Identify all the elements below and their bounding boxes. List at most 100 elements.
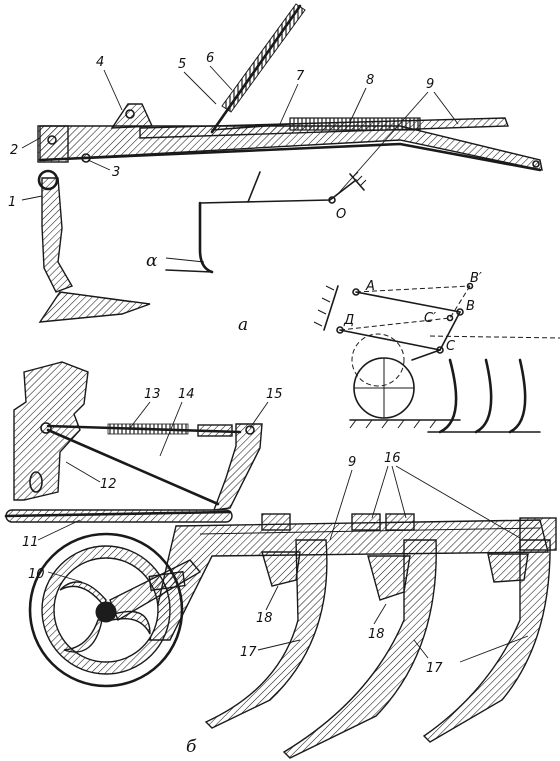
shank-hinge — [37, 169, 59, 191]
linkage-AB-prime — [355, 285, 471, 293]
joint-C — [436, 346, 444, 354]
label-C-prime: С′ — [424, 311, 436, 326]
hitch-slot — [29, 471, 43, 493]
callout-4: 4 — [96, 55, 104, 70]
tine-17-b — [282, 539, 437, 759]
tine-schem-3 — [508, 358, 527, 434]
spring-8 — [289, 117, 421, 131]
tine-17-a — [204, 539, 328, 729]
bracket-15-pin — [245, 425, 255, 435]
wheel-arm-clamp — [148, 570, 186, 592]
callout-3: 3 — [112, 165, 120, 180]
callout-8: 8 — [366, 73, 374, 88]
schematic-shank — [198, 201, 214, 274]
callout-18-left: 18 — [256, 611, 273, 626]
schematic-a: α О — [146, 171, 367, 274]
linkage-ground — [429, 335, 560, 339]
wheel-spoke-1 — [59, 581, 107, 608]
bracket-pin — [125, 109, 135, 119]
callout-16: 16 — [384, 451, 401, 466]
sublabel-a: а — [238, 315, 248, 335]
main-frame-b-edge — [199, 527, 541, 535]
callout-2: 2 — [10, 143, 18, 158]
linkage-AB — [355, 291, 461, 313]
part-b-assembly — [4, 361, 557, 759]
schematic-ground-line — [165, 269, 213, 273]
wheel-hub — [411, 349, 441, 361]
wheel-spoke-3 — [63, 619, 103, 653]
linkage-DC-prime — [339, 317, 451, 331]
wall-hatch-top-ticks — [313, 285, 335, 327]
schematic-angle-mark — [165, 257, 205, 263]
part-a-assembly — [37, 3, 543, 323]
tine-17-c — [422, 539, 551, 743]
label-B: В — [466, 299, 475, 314]
callout-5: 5 — [178, 57, 186, 72]
label-D: Д — [343, 313, 354, 328]
shank-1 — [41, 177, 74, 293]
angle-alpha: α — [146, 251, 158, 271]
joint-A — [352, 288, 360, 296]
joint-B — [456, 308, 464, 316]
leader-lines — [21, 65, 529, 663]
wheel-cross — [354, 358, 414, 418]
lever-spring-6 — [221, 3, 306, 113]
label-C: С — [446, 339, 456, 354]
beam-lower-edge — [38, 142, 542, 172]
linkage-BC — [439, 311, 461, 351]
bracket-15 — [212, 423, 263, 511]
callout-15: 15 — [266, 387, 283, 402]
joint-B-prime — [466, 282, 474, 290]
head-bolt — [47, 135, 57, 145]
holder-18-a — [261, 551, 301, 587]
schematic-linkage: А В В′ С С′ Д — [313, 271, 560, 434]
schematic-spring — [247, 171, 261, 203]
schematic-anchor — [349, 173, 365, 191]
tow-bar-body — [5, 509, 233, 523]
joint-C-prime — [446, 314, 454, 322]
screw-thread — [107, 423, 189, 435]
wall-hatch-top — [323, 285, 339, 331]
main-frame-b — [149, 519, 549, 641]
tine-schem-1 — [438, 358, 458, 434]
ground-ticks — [349, 419, 437, 429]
label-B-prime: В′ — [470, 271, 482, 286]
callout-10: 10 — [28, 567, 45, 582]
schematic-wheel-dashed — [351, 333, 405, 387]
clamp-16-b — [351, 513, 381, 531]
bar-14 — [46, 428, 220, 506]
share-point — [38, 291, 151, 323]
screw-sleeve — [197, 424, 233, 437]
clamp-16-a — [261, 513, 291, 531]
callout-9-top: 9 — [426, 77, 434, 92]
beam-end-hole — [532, 160, 540, 168]
callout-7: 7 — [296, 69, 305, 84]
callout-17-left: 17 — [240, 645, 257, 660]
callout-13: 13 — [144, 387, 161, 402]
schematic-pivot — [328, 196, 336, 204]
rod-7 — [211, 123, 291, 131]
callout-14: 14 — [178, 387, 195, 402]
pivot-label: О — [336, 207, 346, 222]
hitch-pin-top — [40, 422, 52, 434]
callout-9-bottom: 9 — [348, 455, 356, 470]
tine-schem-2 — [474, 358, 493, 434]
bracket-4 — [110, 103, 154, 129]
joint-D — [336, 326, 344, 334]
wheel-10-outer — [28, 532, 184, 688]
schematic-arm — [199, 179, 357, 204]
sublabel-b: б — [186, 737, 197, 757]
label-A: А — [365, 279, 375, 294]
share-edge — [59, 291, 133, 303]
callouts: 1 2 3 4 5 6 7 8 9 9 10 11 12 13 14 15 16… — [8, 51, 443, 676]
callout-11: 11 — [22, 535, 39, 550]
callout-12: 12 — [100, 477, 117, 492]
callout-6: 6 — [206, 51, 214, 66]
callout-17-right: 17 — [426, 661, 443, 676]
linkage-BC-prime — [449, 285, 471, 319]
callout-1: 1 — [8, 195, 16, 210]
head-bolt-3 — [81, 153, 91, 163]
clamp-16-c — [385, 513, 415, 531]
callout-18-right: 18 — [368, 627, 385, 642]
